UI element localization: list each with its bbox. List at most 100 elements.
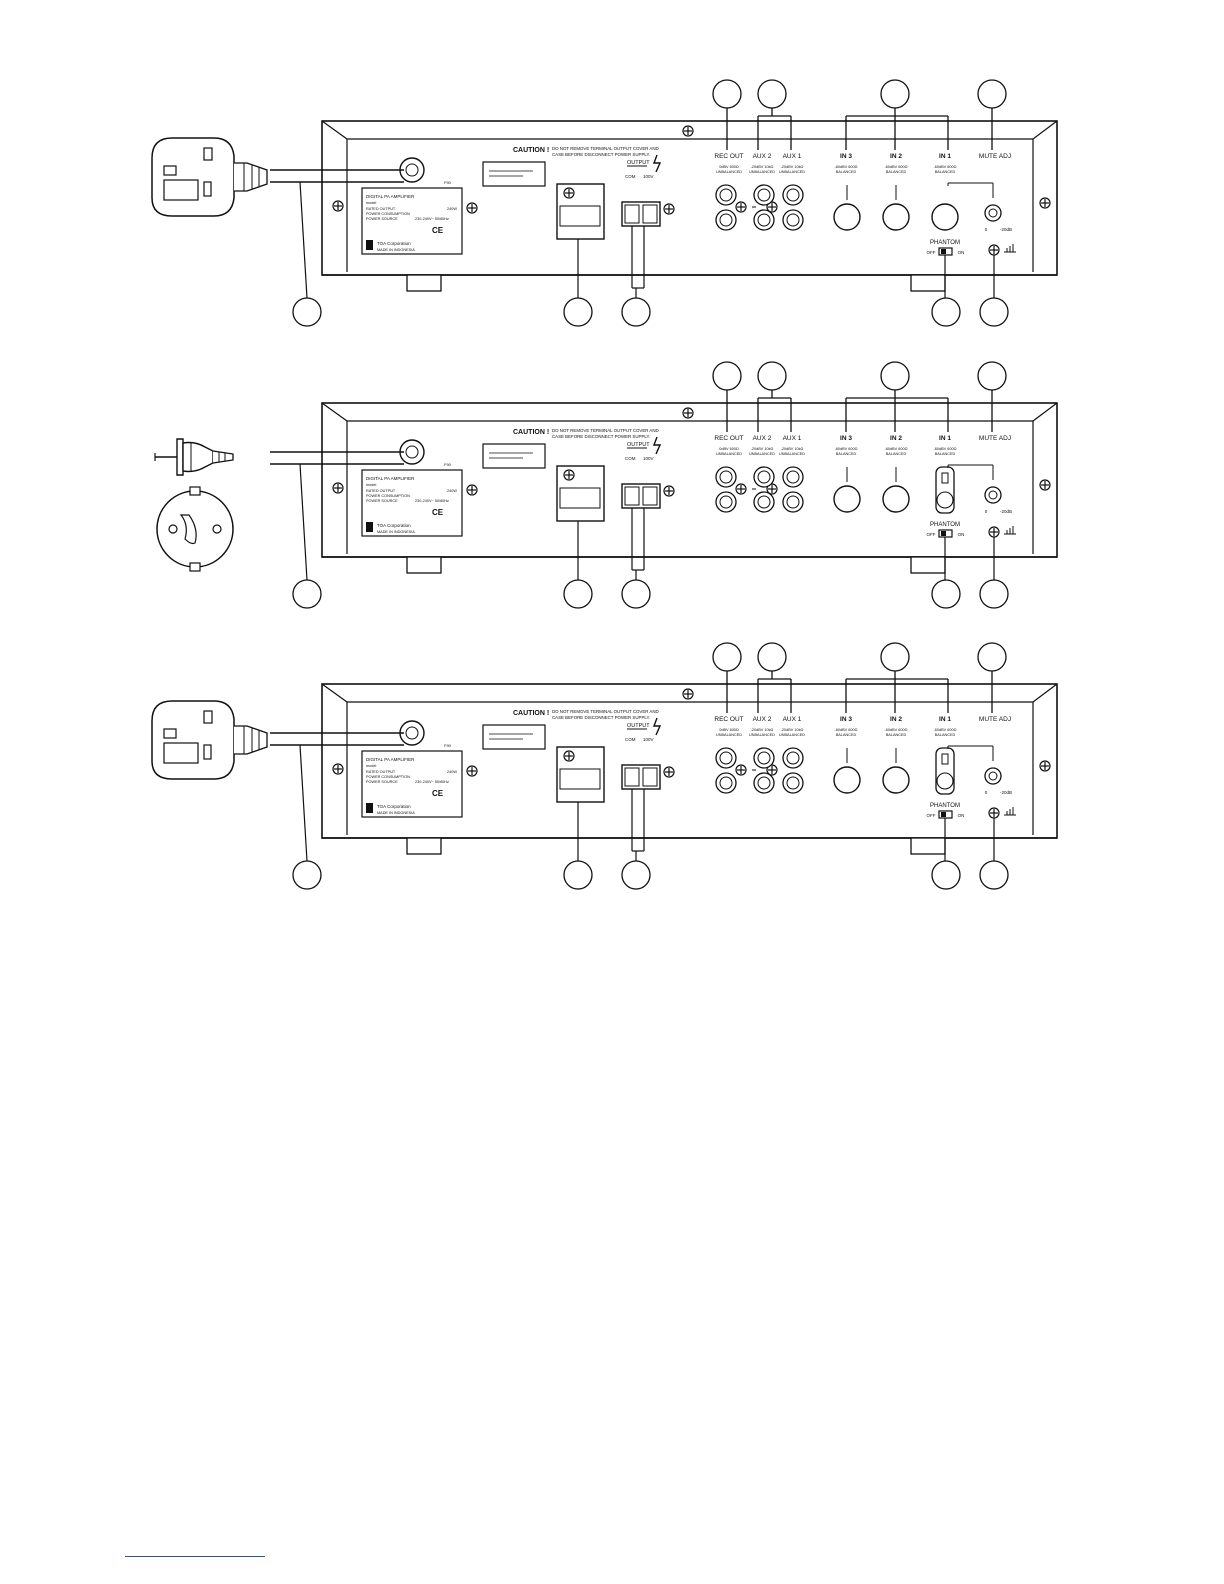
callout-bottom-1 (292, 579, 322, 609)
input-jack (833, 485, 861, 513)
callout-bottom-5 (979, 860, 1009, 890)
rca-jack (715, 466, 737, 488)
rca-jack (753, 747, 775, 769)
rca-jack (782, 184, 804, 206)
ground-icon (1004, 807, 1016, 816)
rec-out-label: REC OUT (714, 435, 743, 442)
aux2-spec: UNBALANCED (749, 733, 775, 737)
schuko-plug-icon (154, 438, 234, 476)
in1-spec: -60dBV 600Ω (934, 447, 957, 451)
screw-icon (682, 688, 694, 700)
in2-spec: -60dBV 600Ω (885, 447, 908, 451)
callout-bottom-4 (931, 860, 961, 890)
rec-spec: 0dBV 600Ω (719, 447, 739, 451)
mute-20-label: -20dB (1000, 790, 1012, 795)
in1-label: IN 1 (939, 435, 951, 442)
fuse-label: F90 (444, 743, 452, 748)
in3-spec: BALANCED (836, 452, 857, 456)
uk-plug-icon (151, 137, 268, 217)
aux1-spec: UNBALANCED (779, 170, 805, 174)
callout-top-4 (977, 361, 1007, 391)
caution-note-1: DO NOT REMOVE TERMINAL OUTPUT COVER AND (552, 428, 659, 433)
screw-icon (735, 764, 747, 776)
on-label: ON (958, 250, 965, 255)
rca-jack (753, 466, 775, 488)
screw-icon (735, 483, 747, 495)
callout-top-3 (880, 642, 910, 672)
screw-icon (663, 485, 675, 497)
company-name: TOA Corporation (377, 804, 411, 809)
label-source-value: 230-240V~ 50/60Hz (415, 780, 449, 784)
mute-adj-label: MUTE ADJ (979, 435, 1011, 442)
ce-mark: CE (432, 789, 444, 798)
company-name: TOA Corporation (377, 523, 411, 528)
lightning-icon (652, 154, 662, 173)
company-name: TOA Corporation (377, 241, 411, 246)
in3-spec: -60dBV 600Ω (835, 165, 858, 169)
label-title: DIGITAL PA AMPLIFIER (366, 476, 415, 481)
label-source-value: 230-240V~ 50/60Hz (415, 499, 449, 503)
rec-out-label: REC OUT (714, 153, 743, 160)
ground-icon (988, 807, 1000, 819)
label-output-value: 240W (447, 207, 457, 211)
caution-note-2: CASE BEFORE DISCONNECT POWER SUPPLY. (552, 152, 650, 157)
aux2-spec: -20dBV 10kΩ (751, 165, 774, 169)
aux2-spec: UNBALANCED (749, 452, 775, 456)
rca-jack (715, 209, 737, 231)
callout-bottom-2 (563, 579, 593, 609)
aux1-spec: -20dBV 10kΩ (781, 728, 804, 732)
caution-note-2: CASE BEFORE DISCONNECT POWER SUPPLY. (552, 715, 650, 720)
screw-icon (563, 750, 575, 762)
screw-icon (663, 766, 675, 778)
mute-0-label: 0 (985, 790, 988, 795)
uk-plug-icon (151, 700, 268, 780)
caution-label: CAUTION ! (513, 147, 549, 154)
made-in: MADE IN INDONESIA (377, 811, 415, 815)
label-consumption: POWER CONSUMPTION (366, 212, 410, 216)
callout-top-1 (712, 79, 742, 109)
footer-link[interactable] (125, 1556, 265, 1557)
rca-jack (782, 466, 804, 488)
in2-spec: BALANCED (886, 170, 907, 174)
aux2-spec: -20dBV 10kΩ (751, 728, 774, 732)
label-output-value: 240W (447, 770, 457, 774)
callout-top-2 (757, 79, 787, 109)
aux1-spec: UNBALANCED (779, 733, 805, 737)
in3-spec: BALANCED (836, 170, 857, 174)
label-source: POWER SOURCE (366, 780, 398, 784)
screw-icon (1039, 760, 1051, 772)
rca-jack (782, 747, 804, 769)
callout-top-1 (712, 642, 742, 672)
in3-label: IN 3 (840, 435, 852, 442)
screw-icon (682, 407, 694, 419)
output-label: OUTPUT (627, 723, 650, 729)
ce-mark: CE (432, 226, 444, 235)
toa-logo (366, 803, 373, 813)
callout-bottom-4 (931, 297, 961, 327)
screw-icon (1039, 197, 1051, 209)
phantom-label: PHANTOM (930, 522, 960, 528)
mute-0-label: 0 (985, 227, 988, 232)
rca-jack (753, 772, 775, 794)
in1-spec: BALANCED (935, 452, 956, 456)
schuko-plug-icon (156, 486, 234, 572)
aux2-label: AUX 2 (753, 716, 772, 723)
callout-bottom-2 (563, 860, 593, 890)
callout-bottom-3 (621, 297, 651, 327)
input-jack (833, 766, 861, 794)
phantom-label: PHANTOM (930, 803, 960, 809)
rca-jack (753, 491, 775, 513)
input-jack (882, 766, 910, 794)
label-consumption: POWER CONSUMPTION (366, 775, 410, 779)
ground-icon (988, 244, 1000, 256)
v100-label: 100V (643, 174, 654, 179)
v100-label: 100V (643, 456, 654, 461)
in2-label: IN 2 (890, 435, 902, 442)
caution-note-2: CASE BEFORE DISCONNECT POWER SUPPLY. (552, 434, 650, 439)
screw-icon (332, 482, 344, 494)
screw-icon (1039, 479, 1051, 491)
